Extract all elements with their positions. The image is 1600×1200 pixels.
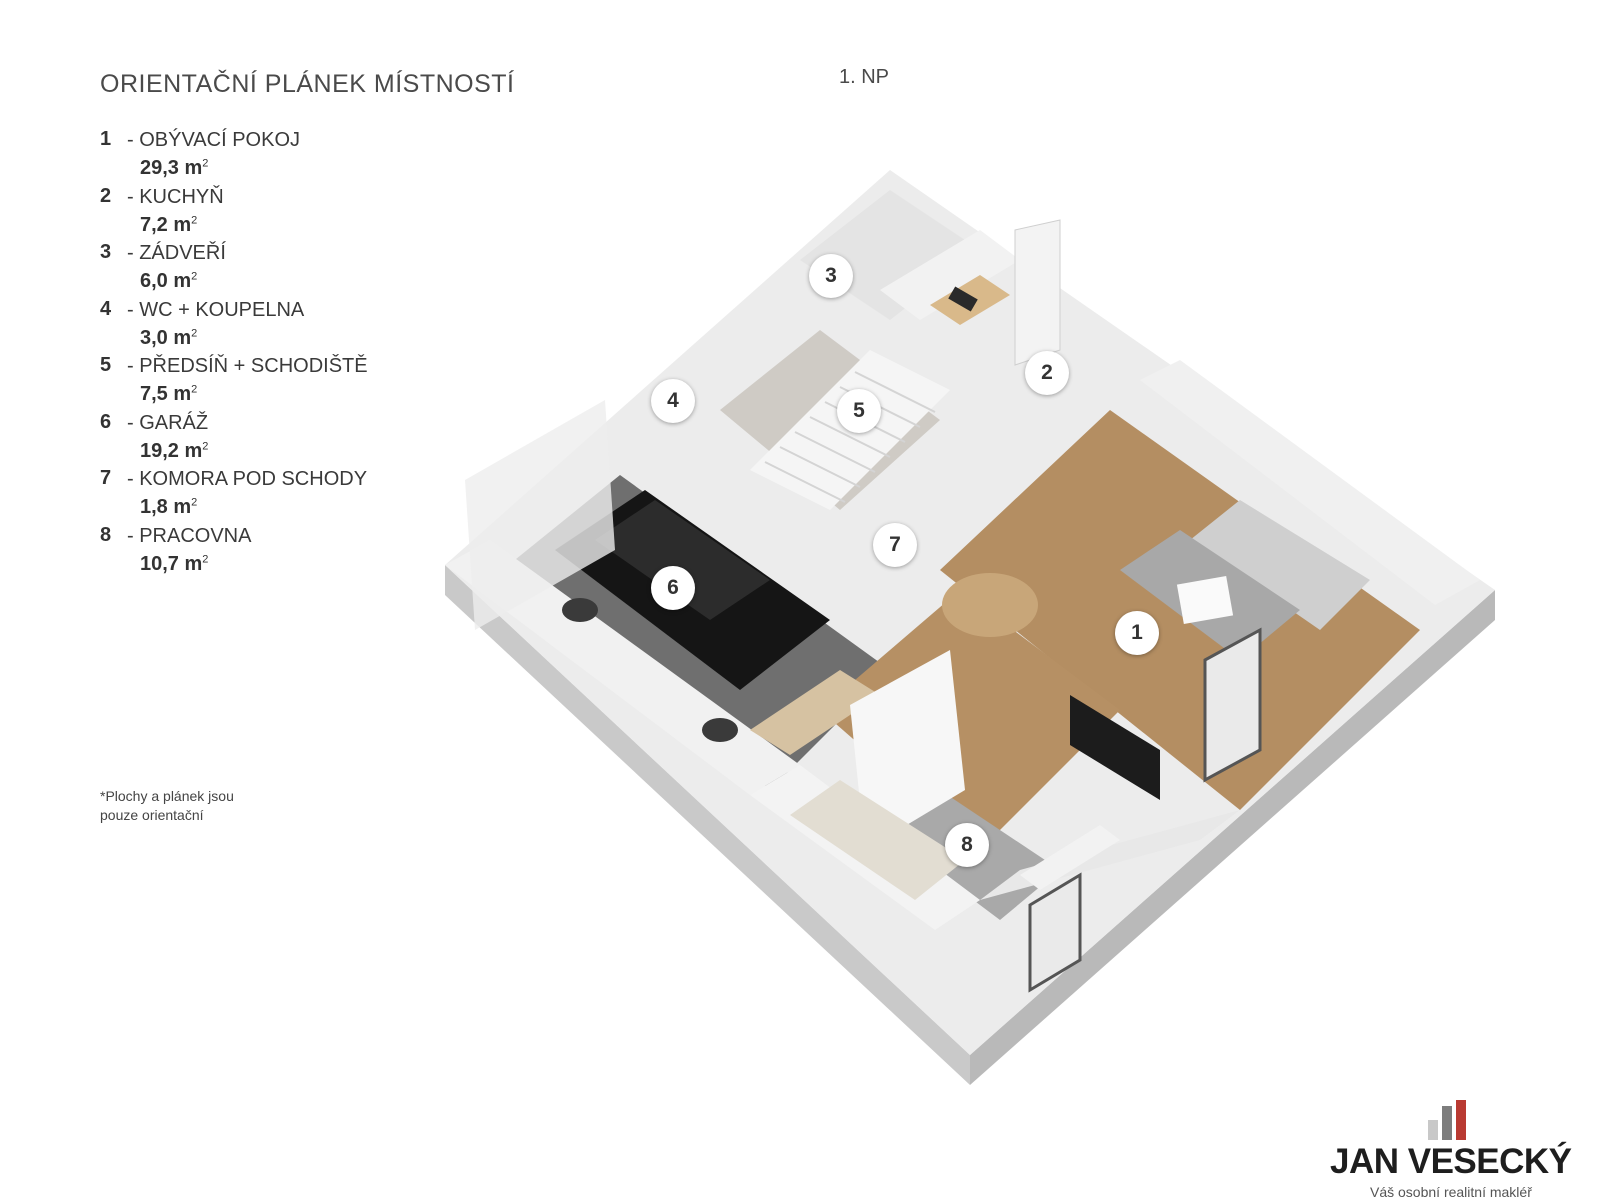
floor-label: 1. NP [839,66,890,88]
legend-item-living-room: 1 - OBÝVACÍ POKOJ 29,3 m2 [100,128,420,185]
room-marker-3[interactable]: 3 [809,254,853,298]
legend-room-area: 29,3 m2 [140,157,209,179]
room-marker-2[interactable]: 2 [1025,351,1069,395]
garage-door [465,400,615,630]
wall-kitchen-block [880,230,1020,320]
room-marker-8[interactable]: 8 [945,823,989,867]
legend-number: 2 [100,184,112,207]
room-legend: 1 - OBÝVACÍ POKOJ 29,3 m2 2 - KUCHYŇ 7,2… [100,128,420,580]
slab-side-right [970,590,1495,1085]
legend-number: 5 [100,354,112,376]
room-marker-6[interactable]: 6 [651,566,695,610]
legend-room-name: - WC + KOUPELNA [127,298,305,321]
bookshelf [850,650,965,850]
page-title: ORIENTAČNÍ PLÁNEK MÍSTNOSTÍ [100,70,515,98]
floor-plan-graphic [445,170,1495,1085]
legend-number: 1 [100,128,112,150]
legend-room-name: - ZÁDVEŘÍ [127,242,226,264]
legend-item-kitchen: 2 - KUCHYŇ 7,2 m2 [100,185,420,242]
wood-floor-study [820,590,1120,850]
room-marker-5[interactable]: 5 [837,389,881,433]
legend-item-garage: 6 - GARÁŽ 19,2 m2 [100,411,420,468]
legend-room-name: - KUCHYŇ [127,185,224,208]
logo-name: JAN VESECKÝ [1330,1142,1572,1181]
logo-tagline: Váš osobní realitní makléř [1370,1184,1532,1200]
floor-plan-illustration: 1 2 3 4 5 6 7 8 [420,150,1520,1090]
window-living [1203,627,1262,783]
slab-side-left [445,565,970,1085]
study-desk [1020,825,1120,890]
disclaimer-line: pouze orientační [100,807,204,823]
garage-shelf [750,670,880,755]
legend-item-storage: 7 - KOMORA POD SCHODY 1,8 m2 [100,467,420,524]
legend-room-name: - OBÝVACÍ POKOJ [127,129,300,151]
legend-number: 4 [100,297,112,320]
legend-room-area: 1,8 m2 [140,496,198,518]
legend-room-name: - KOMORA POD SCHODY [127,468,368,490]
legend-item-wc-bathroom: 4 - WC + KOUPELNA 3,0 m2 [100,298,420,355]
coffee-table [1176,575,1234,625]
study-sofa [790,780,965,900]
tv [1070,695,1160,800]
wall-right-living [1140,360,1480,605]
legend-number: 7 [100,467,112,489]
disclaimer-note: *Plochy a plánek jsou pouze orientační [100,787,234,825]
legend-item-hall-stairs: 5 - PŘEDSÍŇ + SCHODIŠTĚ 7,5 m2 [100,354,420,411]
agent-logo: JAN VESECKÝ Váš osobní realitní makléř [1330,1100,1600,1200]
legend-room-area: 10,7 m2 [140,552,209,575]
legend-room-name: - GARÁŽ [127,411,209,434]
window-study [1028,872,1082,993]
legend-room-name: - PŘEDSÍŇ + SCHODIŠTĚ [127,355,368,377]
room-marker-7[interactable]: 7 [873,523,917,567]
legend-number: 3 [100,241,112,263]
living-sofa [1190,500,1370,630]
legend-room-area: 7,5 m2 [140,383,198,405]
legend-number: 6 [100,410,112,433]
legend-room-name: - PRACOVNA [127,524,252,547]
window-kitchen [1014,219,1061,366]
legend-room-area: 3,0 m2 [140,326,198,349]
legend-number: 8 [100,523,112,546]
legend-item-vestibule: 3 - ZÁDVEŘÍ 6,0 m2 [100,241,420,298]
legend-room-area: 6,0 m2 [140,270,198,292]
legend-room-area: 19,2 m2 [140,439,209,462]
room-marker-1[interactable]: 1 [1115,611,1159,655]
legend-item-study: 8 - PRACOVNA 10,7 m2 [100,524,420,581]
room-marker-4[interactable]: 4 [651,379,695,423]
cooktop [948,286,978,312]
logo-bars-icon [1428,1100,1466,1140]
legend-room-area: 7,2 m2 [140,213,198,236]
dining-table [942,573,1038,637]
disclaimer-line: *Plochy a plánek jsou [100,788,234,804]
